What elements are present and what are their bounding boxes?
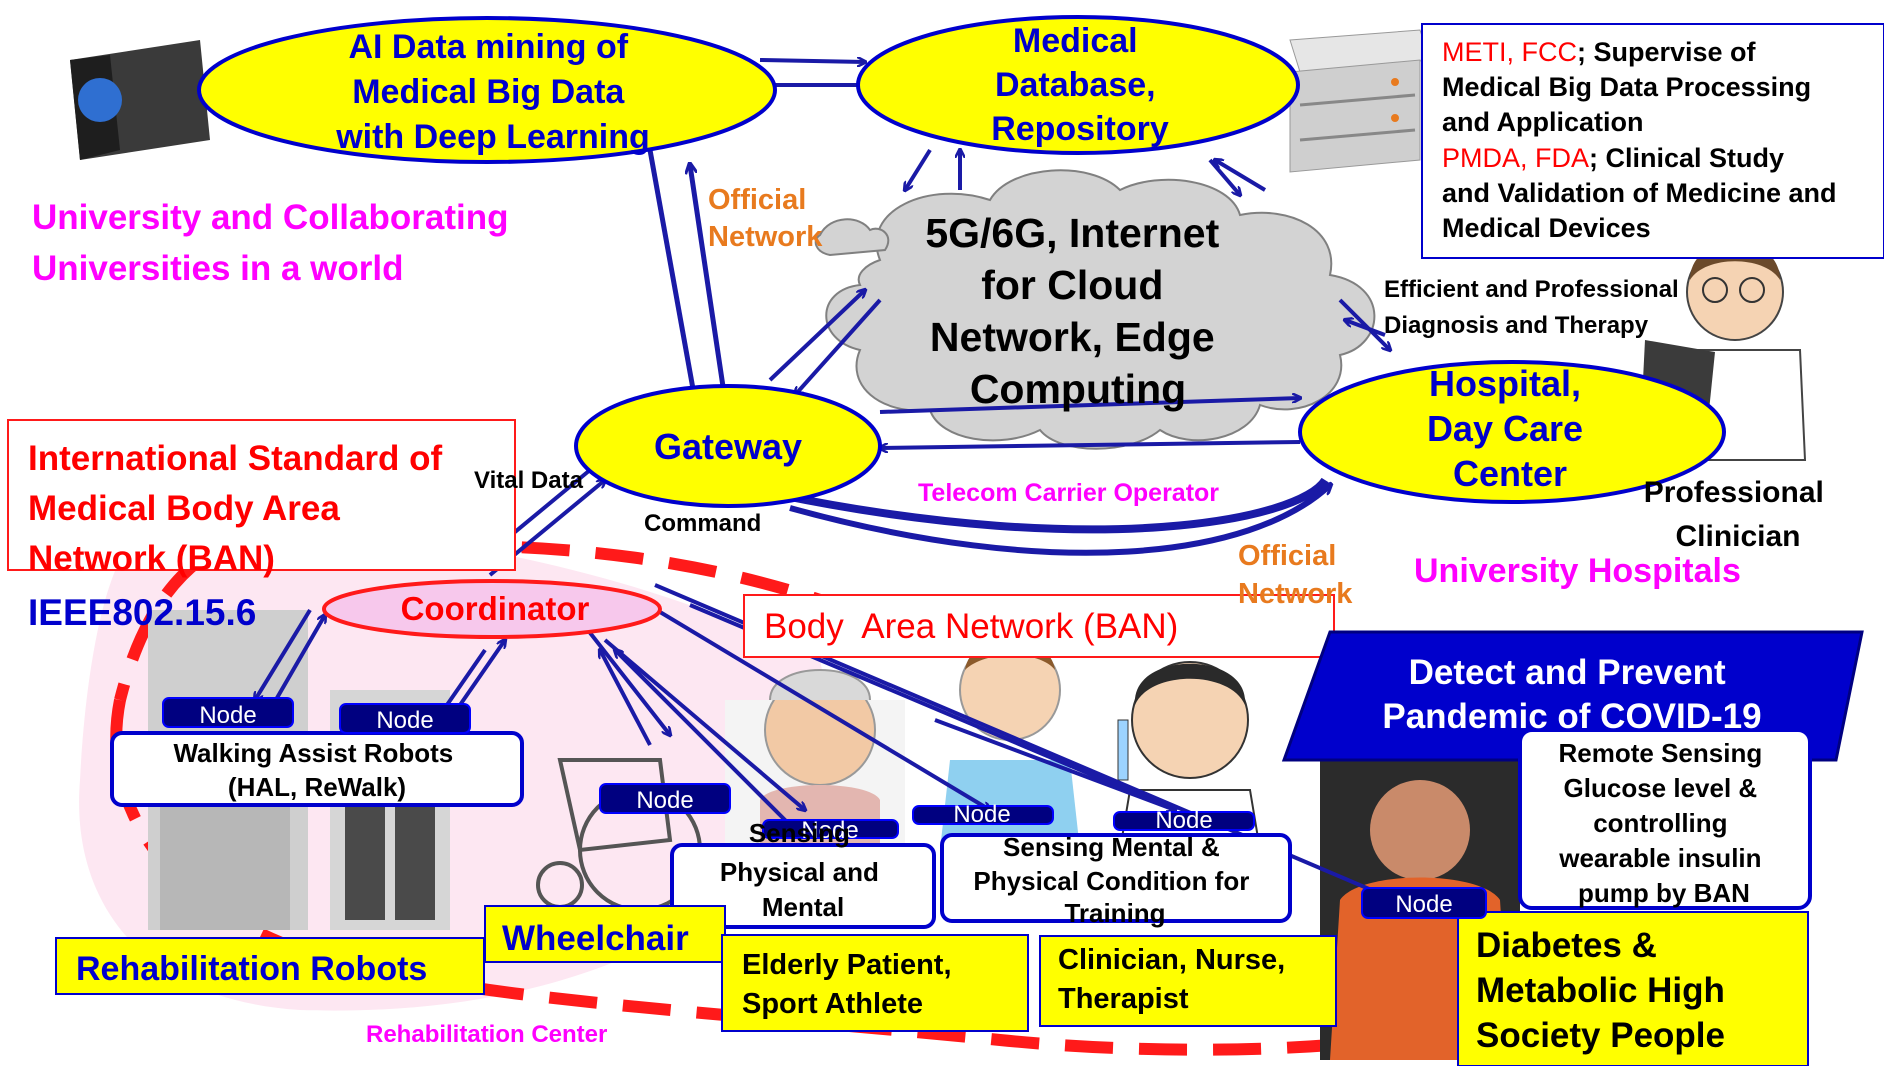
vital-data-label: Vital Data — [474, 467, 584, 494]
node-badge: Node — [1113, 807, 1255, 834]
diagnosis-label: Efficient and Professional Diagnosis and… — [1384, 276, 1685, 339]
hospital-node — [1298, 360, 1726, 504]
professional-clinician-label: Professional Clinician — [1644, 476, 1832, 553]
standard-label: International Standard of Medical Body A… — [28, 439, 452, 578]
official-network-top-label: Official Network — [708, 184, 823, 253]
ai-data-mining-label: AI Data mining of Medical Big Data with … — [335, 28, 650, 156]
ban-label-box — [743, 594, 1335, 658]
glucose-box — [1518, 728, 1812, 910]
sensing-mental-label: Sensing Mental & Physical Condition for … — [973, 832, 1256, 928]
wheelchair-label-box — [484, 905, 726, 963]
svg-text:Node: Node — [636, 787, 693, 814]
covid-label: Detect and Prevent Pandemic of COVID-19 — [1382, 653, 1761, 736]
svg-text:Node: Node — [953, 801, 1010, 828]
cloud-label: 5G/6G, Internet for Cloud Network, Edge … — [925, 210, 1230, 412]
elderly-label: Elderly Patient, Sport Athlete — [742, 949, 960, 1020]
diabetes-label: Diabetes & Metabolic High Society People — [1476, 926, 1735, 1055]
rehab-robots-label-box — [55, 937, 485, 995]
ai-data-mining-node — [197, 16, 777, 164]
diabetes-label-box — [1457, 911, 1809, 1066]
elderly-label-box — [721, 934, 1029, 1032]
ban-label: Body Area Network (BAN) — [764, 607, 1178, 646]
clinician-nurse-label-box — [1039, 935, 1337, 1027]
hospital-label: Hospital, Day Care Center — [1427, 363, 1593, 494]
svg-text:Node: Node — [1395, 891, 1452, 918]
internet-cloud — [825, 169, 1376, 450]
svg-text:Node: Node — [1155, 807, 1212, 834]
clinician-nurse-label: Clinician, Nurse, Therapist — [1058, 944, 1293, 1015]
network-arrows — [255, 60, 1395, 900]
university-hospitals-label: University Hospitals — [1414, 552, 1741, 590]
node-badge: Node — [762, 817, 899, 844]
boy-illustration — [940, 639, 1080, 850]
regulators-box — [1421, 23, 1884, 259]
command-label: Command — [644, 510, 761, 537]
walking-robots-box — [110, 731, 524, 807]
node-badge: Node — [162, 697, 294, 729]
gateway-label: Gateway — [654, 426, 802, 467]
coordinator-label: Coordinator — [401, 590, 590, 627]
database-server-illustration — [1289, 29, 1431, 173]
glucose-label: Remote Sensing Glucose level & controlli… — [1558, 738, 1769, 908]
node-badge: Node — [339, 703, 471, 734]
ieee-label: IEEE802.15.6 — [28, 592, 256, 633]
node-badge: Node — [912, 801, 1054, 828]
medical-database-label: Medical Database, Repository — [991, 22, 1169, 148]
node-badge: Node — [1361, 887, 1487, 919]
telecom-carrier-label: Telecom Carrier Operator — [918, 479, 1219, 507]
wheelchair-label: Wheelchair — [502, 919, 689, 958]
svg-text:Node: Node — [376, 707, 433, 734]
svg-text:Node: Node — [801, 817, 858, 844]
ibm-server-illustration — [70, 40, 210, 160]
walking-robots-label: Walking Assist Robots (HAL, ReWalk) — [173, 738, 460, 802]
coordinator-node — [322, 579, 662, 639]
regulators-text: METI, FCC; Supervise of Medical Big Data… — [1442, 37, 1844, 243]
sensing-physical-box — [670, 843, 936, 929]
medical-database-node — [856, 15, 1300, 155]
gateway-node — [574, 384, 882, 508]
rehab-robots-label: Rehabilitation Robots — [76, 950, 427, 988]
official-network-bottom-label: Official Network — [1238, 540, 1353, 610]
university-label: University and Collaborating Universitie… — [32, 198, 518, 288]
node-badge: Node — [599, 783, 731, 814]
svg-text:Node: Node — [199, 702, 256, 729]
rehab-center-label: Rehabilitation Center — [366, 1021, 607, 1048]
sensing-physical-label: Sensing Physical and Mental — [720, 818, 886, 922]
standard-box — [7, 419, 516, 571]
sensing-mental-box — [940, 833, 1292, 923]
